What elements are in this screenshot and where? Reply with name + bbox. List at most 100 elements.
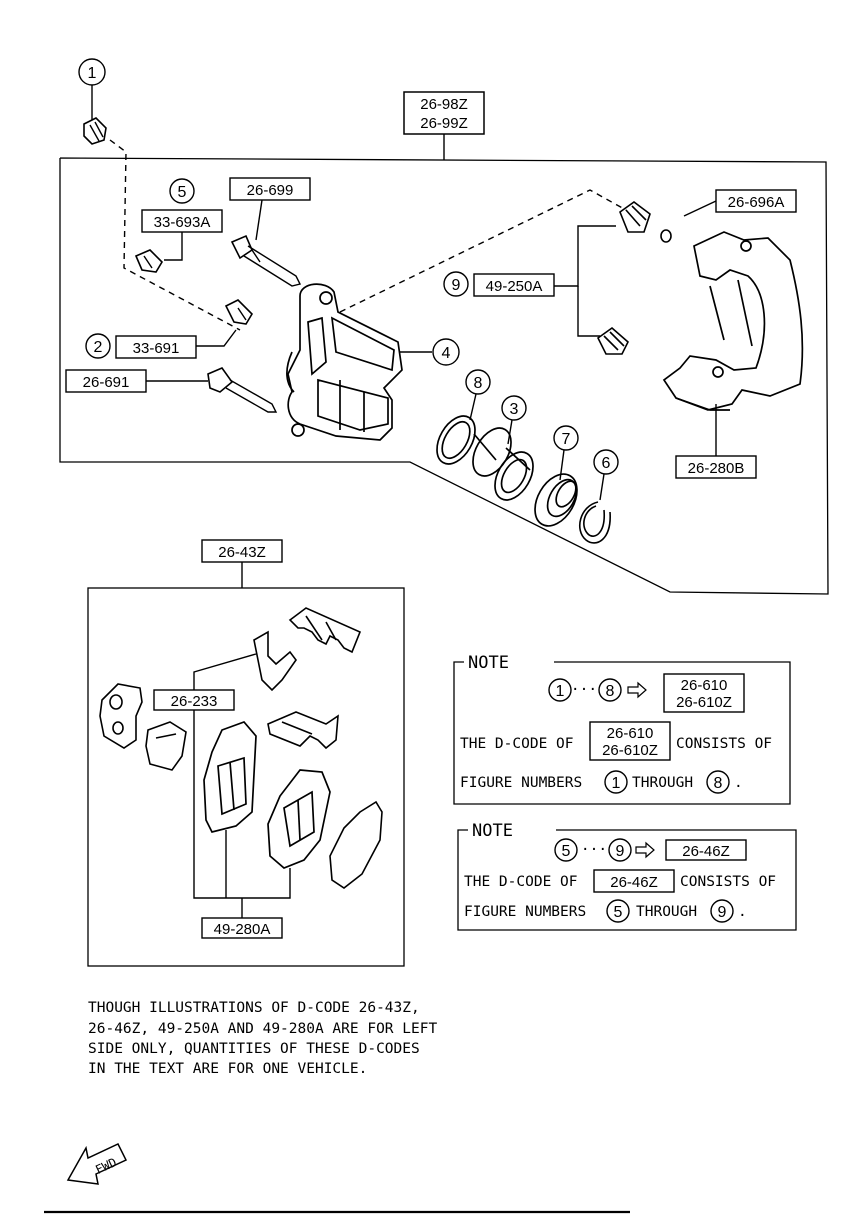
- callout-7: 7: [553, 425, 579, 481]
- upper-frame: [59, 134, 829, 595]
- svg-text:26-46Z: 26-46Z: [610, 874, 658, 891]
- bleeder-plug: [224, 299, 254, 325]
- svg-text:1: 1: [88, 65, 97, 82]
- svg-text:9: 9: [616, 843, 625, 860]
- svg-text:FIGURE NUMBERS: FIGURE NUMBERS: [460, 775, 582, 791]
- svg-text:CONSISTS OF: CONSISTS OF: [676, 736, 772, 752]
- caliper-body: [286, 283, 403, 441]
- svg-text:6: 6: [602, 455, 611, 472]
- fwd-arrow-icon: FWD: [66, 1143, 128, 1185]
- note-1-title: NOTE: [468, 653, 509, 673]
- callout-6: 6: [593, 449, 619, 501]
- svg-text:CONSISTS OF: CONSISTS OF: [680, 874, 776, 890]
- svg-text:7: 7: [562, 431, 571, 448]
- svg-text:···: ···: [571, 682, 597, 698]
- svg-text:SIDE ONLY, QUANTITIES OF THESE: SIDE ONLY, QUANTITIES OF THESE D-CODES: [88, 1041, 420, 1057]
- svg-text:26-280B: 26-280B: [688, 460, 745, 477]
- retaining-ring: [578, 501, 611, 544]
- callout-3: 3: [501, 395, 527, 445]
- arrow-right-icon: [627, 681, 647, 699]
- svg-text:26-691: 26-691: [83, 374, 130, 391]
- svg-text:26-43Z: 26-43Z: [218, 544, 266, 561]
- guide-pin-upper: [230, 234, 302, 287]
- bleeder-screw: [134, 249, 164, 273]
- svg-text:8: 8: [714, 775, 723, 792]
- callout-9: 9: [443, 271, 469, 297]
- svg-text:THROUGH: THROUGH: [632, 775, 693, 791]
- part-label-49-250A: 49-250A: [473, 225, 616, 337]
- svg-text:4: 4: [442, 345, 451, 362]
- pin-boot-lower: [596, 326, 629, 355]
- svg-text:.: .: [738, 904, 747, 920]
- svg-text:26-699: 26-699: [247, 182, 294, 199]
- note-2: NOTE 5 ··· 9 26-46Z THE D-CODE OF 26-46Z…: [457, 821, 797, 931]
- svg-text:1: 1: [556, 683, 565, 700]
- svg-text:THROUGH: THROUGH: [636, 904, 697, 920]
- part-label-26-691: 26-691: [65, 369, 208, 393]
- footnote: THOUGH ILLUSTRATIONS OF D-CODE 26-43Z, 2…: [88, 1000, 437, 1077]
- fwd-label: FWD: [93, 1155, 119, 1177]
- svg-text:FIGURE NUMBERS: FIGURE NUMBERS: [464, 904, 586, 920]
- svg-text:THE D-CODE OF: THE D-CODE OF: [460, 736, 574, 752]
- upper-group-label: 26-98Z 26-99Z: [403, 91, 485, 135]
- note-2-title: NOTE: [472, 821, 513, 841]
- caliper-bracket: [662, 231, 804, 411]
- part-label-33-693A: 33-693A: [141, 209, 223, 261]
- svg-text:5: 5: [178, 184, 187, 201]
- callout-5: 5: [169, 178, 195, 204]
- svg-text:9: 9: [452, 277, 461, 294]
- upper-group-code-1: 26-98Z: [420, 96, 468, 113]
- part-label-26-696A: 26-696A: [683, 189, 797, 217]
- svg-text:···: ···: [581, 842, 607, 858]
- part-label-33-691: 33-691: [115, 329, 237, 359]
- svg-text:THE D-CODE OF: THE D-CODE OF: [464, 874, 578, 890]
- pad-shim-outer: [329, 800, 383, 889]
- svg-text:33-691: 33-691: [133, 340, 180, 357]
- svg-text:THOUGH ILLUSTRATIONS OF D-CODE: THOUGH ILLUSTRATIONS OF D-CODE 26-43Z,: [88, 1000, 420, 1016]
- svg-text:1: 1: [612, 775, 621, 792]
- svg-text:26-696A: 26-696A: [728, 194, 785, 211]
- pad-spring-clip: [253, 630, 297, 692]
- part-label-26-699: 26-699: [229, 177, 311, 241]
- svg-text:26-610Z: 26-610Z: [676, 694, 732, 711]
- piston: [472, 427, 534, 501]
- upper-group-code-2: 26-99Z: [420, 115, 468, 132]
- callout-2: 2: [85, 333, 111, 359]
- callout-4: 4: [400, 338, 460, 366]
- pad-kit-frame: [87, 587, 405, 967]
- svg-text:.: .: [734, 775, 743, 791]
- svg-text:26-233: 26-233: [171, 693, 218, 710]
- anti-rattle-plate: [99, 683, 143, 749]
- bushing: [660, 229, 672, 243]
- guide-pin-lower: [207, 367, 278, 413]
- callout-1: 1: [78, 58, 106, 120]
- arrow-right-icon: [635, 841, 655, 859]
- svg-text:5: 5: [562, 843, 571, 860]
- piston-seal: [436, 415, 476, 465]
- part-label-26-280B: 26-280B: [675, 404, 757, 479]
- svg-text:26-610: 26-610: [681, 677, 728, 694]
- callout-8: 8: [465, 369, 491, 421]
- svg-text:26-46Z: 26-46Z: [682, 843, 730, 860]
- svg-text:26-610: 26-610: [607, 725, 654, 742]
- part-label-26-233: 26-233: [153, 653, 257, 711]
- svg-text:IN THE TEXT ARE FOR ONE VEHICL: IN THE TEXT ARE FOR ONE VEHICLE.: [88, 1061, 367, 1077]
- svg-text:26-610Z: 26-610Z: [602, 742, 658, 759]
- part-label-49-280A: 49-280A: [193, 710, 291, 939]
- svg-text:2: 2: [94, 339, 103, 356]
- svg-text:8: 8: [606, 683, 615, 700]
- brake-pad-inner: [203, 721, 257, 833]
- pin-boot-upper: [619, 201, 651, 233]
- brake-pad-outer: [267, 769, 331, 869]
- pad-shim-middle: [267, 711, 339, 750]
- pad-shim-top: [288, 607, 362, 654]
- svg-text:26-46Z, 49-250A AND 49-280A AR: 26-46Z, 49-250A AND 49-280A ARE FOR LEFT: [88, 1021, 437, 1037]
- part-label-26-43Z: 26-43Z: [201, 539, 283, 588]
- svg-text:9: 9: [718, 904, 727, 921]
- svg-text:5: 5: [614, 904, 623, 921]
- svg-text:49-280A: 49-280A: [214, 921, 271, 938]
- bleeder-cap: [83, 117, 107, 145]
- svg-text:49-250A: 49-250A: [486, 278, 543, 295]
- piston-boot: [534, 473, 578, 527]
